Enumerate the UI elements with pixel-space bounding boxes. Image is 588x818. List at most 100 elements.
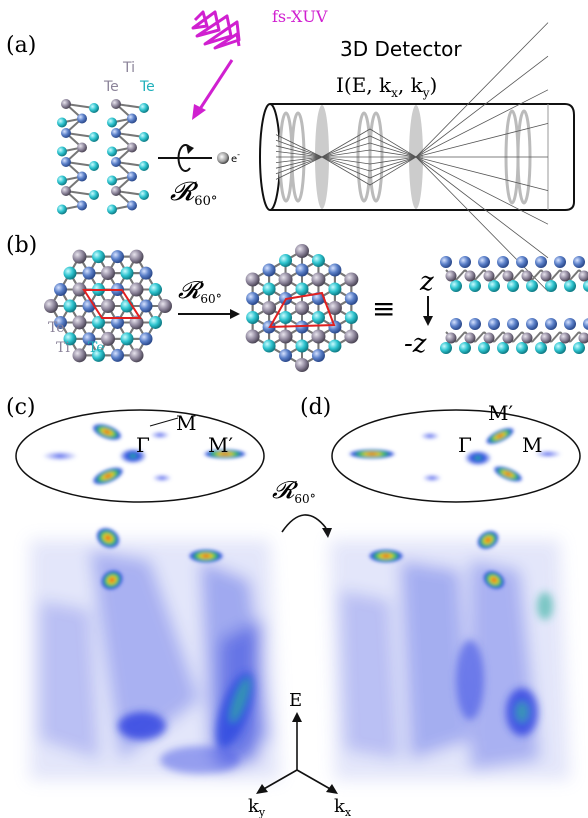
ti-atom — [72, 249, 87, 264]
te-atom — [328, 320, 342, 334]
rotation-op-cd: 𝓡60° — [272, 476, 316, 506]
te-atom — [262, 282, 276, 296]
te-atom — [89, 132, 99, 142]
te-atom — [295, 339, 309, 353]
te-atom — [63, 266, 77, 280]
te-atom — [488, 318, 500, 330]
panel-label-a: (a) — [6, 33, 36, 58]
ti-atom — [61, 99, 71, 109]
z-label-bottom: -z — [404, 329, 427, 359]
label-M-d: M — [522, 433, 542, 457]
te-atom — [149, 315, 162, 329]
te-atom — [516, 256, 528, 268]
te-atom — [488, 280, 500, 292]
label-Mprime-c: M′ — [208, 433, 233, 457]
ti-atom — [540, 270, 552, 282]
bond — [455, 269, 466, 281]
te-atom — [82, 266, 96, 280]
ray — [275, 156, 549, 191]
te-atom — [57, 175, 67, 186]
ray — [275, 156, 549, 259]
ti-atom — [578, 270, 588, 282]
atom-label-te-2: Te — [139, 79, 155, 95]
te-atom — [89, 103, 99, 113]
te-atom — [139, 103, 149, 113]
te-atom — [57, 117, 67, 128]
unit-cell-original — [82, 289, 142, 319]
xuv-arrow — [196, 59, 234, 113]
ti-atom — [245, 272, 260, 287]
ray — [275, 22, 549, 158]
te-atom — [107, 146, 117, 157]
side-view-bottom — [440, 318, 588, 354]
te-atom — [311, 348, 325, 362]
te-atom — [344, 311, 358, 325]
te-atom — [77, 171, 87, 182]
te-atom — [279, 254, 293, 268]
atom-label-te-1: Te — [103, 79, 119, 95]
te-atom — [107, 117, 117, 128]
te-atom — [92, 348, 105, 362]
label-Mprime-d: M′ — [488, 401, 513, 425]
ti-atom — [101, 266, 115, 281]
side-view-top — [440, 256, 588, 292]
brillouin-slice-c: M Γ M′ — [15, 409, 265, 503]
te-atom — [120, 332, 134, 346]
te-atom — [478, 256, 490, 268]
te-atom — [328, 339, 342, 353]
te-atom — [127, 113, 137, 124]
te-atom — [526, 280, 538, 292]
atom-label-te-b1: Te — [48, 320, 65, 336]
bond — [569, 331, 580, 343]
te-atom — [89, 190, 99, 200]
bond — [531, 331, 542, 343]
te-atom — [246, 291, 260, 305]
unit-cell-rotated — [268, 291, 336, 329]
bond — [531, 269, 542, 281]
label-Gamma-c: Γ — [136, 433, 150, 457]
equivalence-sign: ≡ — [372, 292, 395, 325]
xuv-label: fs-XUV — [272, 7, 328, 26]
electron-trajectories — [275, 22, 549, 292]
te-atom — [279, 348, 293, 362]
ti-atom — [111, 186, 121, 196]
te-atom — [440, 256, 452, 268]
ti-atom — [111, 99, 121, 109]
atom-label-ti-b: Ti — [56, 340, 70, 356]
te-atom — [92, 315, 105, 329]
z-flip-arrow-head — [423, 316, 433, 326]
te-atom — [535, 342, 547, 354]
te-atom — [57, 204, 67, 215]
ti-atom — [483, 332, 495, 344]
axis-label-E: E — [289, 690, 302, 711]
te-atom — [77, 200, 87, 211]
te-atom — [139, 332, 153, 346]
te-atom — [507, 318, 519, 330]
ti-atom — [464, 270, 476, 282]
ti-atom — [158, 299, 172, 313]
rotation-arrow-b-head — [230, 309, 240, 319]
te-atom — [295, 263, 309, 277]
te-atom — [478, 342, 490, 354]
rotation-arrow-head — [186, 144, 194, 154]
te-atom — [111, 128, 121, 138]
te-atom — [127, 171, 137, 182]
te-atom — [262, 339, 276, 353]
te-atom — [111, 348, 124, 362]
ti-atom — [101, 331, 115, 346]
te-atom — [545, 280, 557, 292]
te-atom — [507, 280, 519, 292]
ti-atom — [129, 249, 144, 264]
bond — [474, 269, 485, 281]
electron-icon — [217, 152, 229, 164]
te-atom — [497, 256, 509, 268]
te-atom — [262, 263, 276, 277]
te-atom — [554, 342, 566, 354]
te-atom — [111, 250, 124, 264]
rotation-arrow-icon — [177, 144, 191, 172]
te-atom — [564, 280, 576, 292]
ray — [275, 156, 549, 292]
te-atom — [63, 299, 77, 313]
te-atom — [573, 342, 585, 354]
